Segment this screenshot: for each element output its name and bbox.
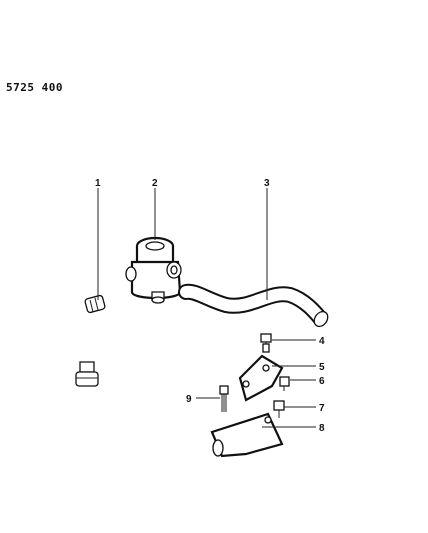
callout-8: 8 [319,423,325,434]
part-6-bolt [279,376,290,391]
callout-1: 1 [95,178,101,189]
part-4-bolt [260,333,272,353]
part-8-plate [210,412,284,458]
callout-5: 5 [319,362,325,373]
callout-9: 9 [186,394,192,405]
part-3-hose [178,283,329,328]
part-9-bolt [219,385,229,412]
part-5-bracket [238,354,284,402]
part-2-valve [125,236,182,304]
callout-4: 4 [319,336,325,347]
part-7-bolt [273,400,285,418]
callout-2: 2 [152,178,158,189]
part-1-hose [50,294,164,387]
callout-6: 6 [319,376,325,387]
callout-3: 3 [264,178,270,189]
callout-7: 7 [319,403,325,414]
diagram-code: 5725 400 [6,81,63,94]
